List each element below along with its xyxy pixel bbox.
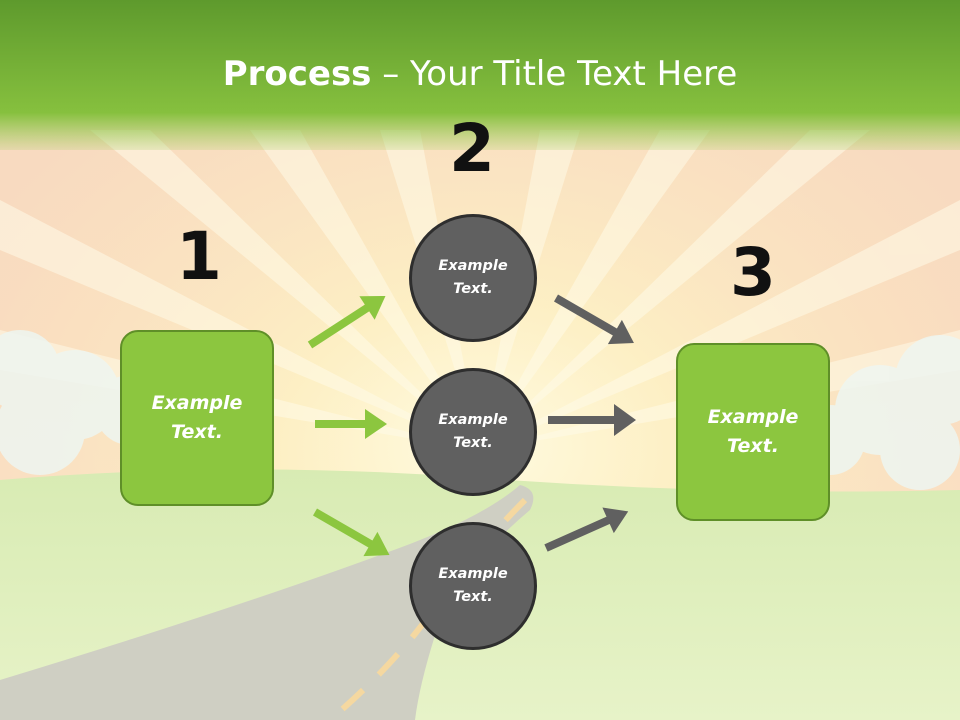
step-number-2: 2 [449,110,495,187]
arrow-to-bottom-circle [313,508,390,557]
title-rest: – Your Title Text Here [371,54,738,94]
road [0,485,534,720]
circle-text: Example Text. [438,566,508,605]
title-bold: Process [222,54,372,94]
process-circle-middle: Example Text. [409,368,537,496]
step-number-1: 1 [176,218,222,295]
left-box-text: Example Text. [151,392,243,443]
circle-text: Example Text. [438,258,508,297]
right-box-text: Example Text. [707,406,799,457]
circle-text: Example Text. [438,412,508,451]
page-title: Process – Your Title Text Here [0,52,960,96]
process-circle-top: Example Text. [409,214,537,342]
arrow-to-top-circle [307,295,386,349]
arrow-to-middle-circle [315,409,387,439]
left-process-box: Example Text. [120,330,274,506]
gray-arrows [544,294,636,552]
title-band [0,0,960,150]
arrow-from-top-circle [554,294,634,345]
green-arrows [307,295,390,557]
arrow-from-middle-circle [548,404,636,436]
clouds [0,330,960,490]
process-circle-bottom: Example Text. [409,522,537,650]
right-process-box: Example Text. [676,343,830,521]
step-number-3: 3 [730,234,776,311]
arrow-from-bottom-circle [544,507,629,552]
sun-rays [0,130,960,450]
